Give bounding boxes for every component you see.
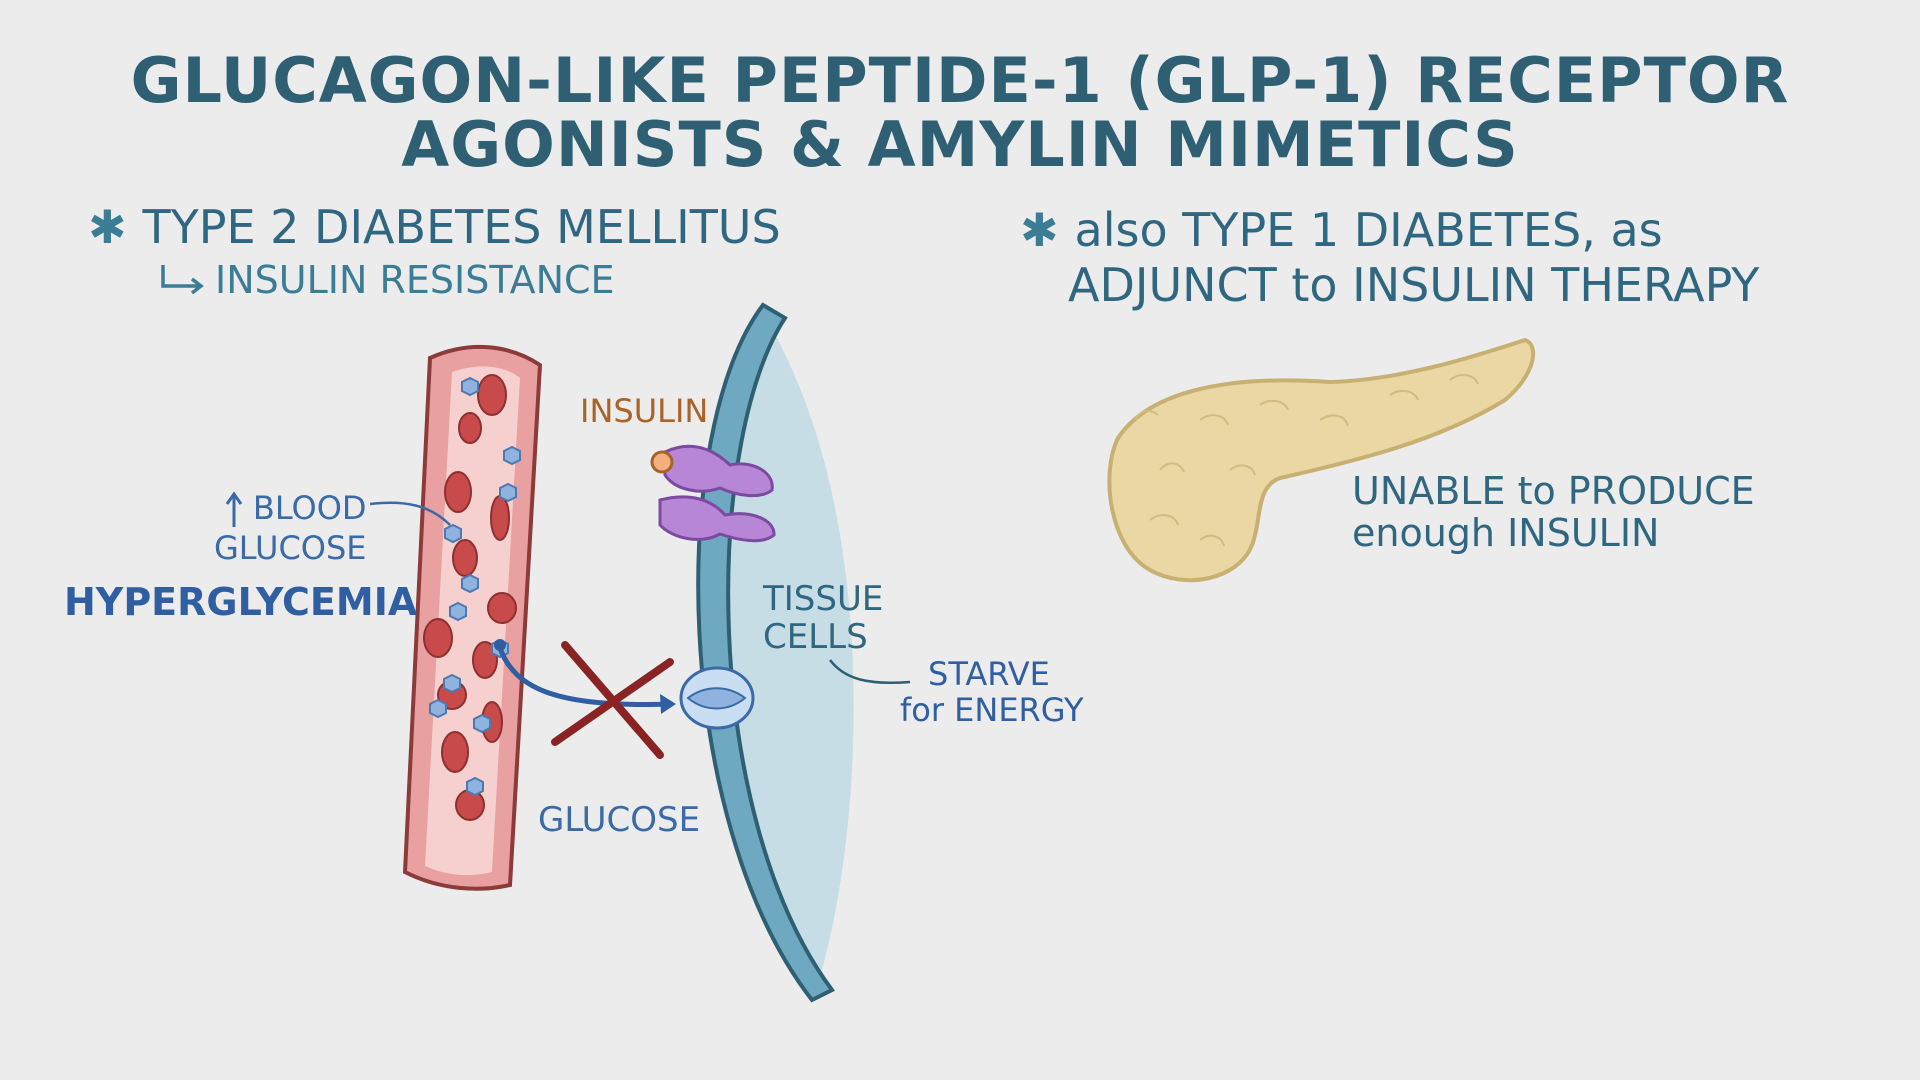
pancreas xyxy=(1107,337,1536,583)
blood-glucose-leader xyxy=(369,501,451,526)
red-blood-cells xyxy=(423,374,517,821)
glucose-transporter xyxy=(679,666,755,730)
adjunct-label: ADJUNCT to INSULIN THERAPY xyxy=(1068,258,1760,312)
blocked-x-mark xyxy=(551,641,674,759)
insulin-resistance-label: INSULIN RESISTANCE xyxy=(155,258,615,302)
insulin-receptor xyxy=(658,444,776,543)
glucose-label-line: GLUCOSE xyxy=(214,529,367,567)
type-2-bullet: ✱ TYPE 2 DIABETES MELLITUS xyxy=(88,200,781,254)
blood-glucose-label: BLOOD GLUCOSE xyxy=(214,488,367,568)
glucose-molecules xyxy=(429,376,521,797)
pancreas-note: UNABLE to PRODUCE enough INSULIN xyxy=(1352,470,1755,554)
asterisk-icon: ✱ xyxy=(1020,203,1059,257)
title-line-2: AGONISTS & AMYLIN MIMETICS xyxy=(401,108,1519,181)
glucose-label: GLUCOSE xyxy=(538,800,701,840)
pancreas-note-line-1: UNABLE to PRODUCE xyxy=(1352,469,1755,513)
hyperglycemia-label: HYPERGLYCEMIA xyxy=(64,580,418,624)
starve-label: STARVE for ENERGY xyxy=(900,656,1084,728)
tissue-starve-leader xyxy=(829,659,911,685)
type-1-bullet: ✱ also TYPE 1 DIABETES, as xyxy=(1020,203,1663,257)
tissue-cells-label: TISSUE CELLS xyxy=(763,580,883,656)
blood-label: BLOOD xyxy=(252,489,367,527)
return-arrow-icon xyxy=(161,265,204,295)
up-arrow-icon xyxy=(225,491,243,527)
type-2-label: TYPE 2 DIABETES MELLITUS xyxy=(142,200,781,254)
glucose-arrow xyxy=(494,639,676,714)
starve-line-2: for ENERGY xyxy=(900,691,1084,729)
insulin-resistance-text: INSULIN RESISTANCE xyxy=(215,258,615,302)
starve-line-1: STARVE xyxy=(928,655,1050,693)
insulin-label: INSULIN xyxy=(580,392,709,430)
cells-label: CELLS xyxy=(763,617,868,657)
tissue-label: TISSUE xyxy=(763,579,884,619)
type-1-label: also TYPE 1 DIABETES, as xyxy=(1074,203,1663,257)
asterisk-icon: ✱ xyxy=(88,200,127,254)
title-line-1: GLUCAGON-LIKE PEPTIDE-1 (GLP-1) RECEPTOR xyxy=(130,44,1790,117)
pancreas-note-line-2: enough INSULIN xyxy=(1352,511,1660,555)
insulin-molecule xyxy=(650,450,674,474)
